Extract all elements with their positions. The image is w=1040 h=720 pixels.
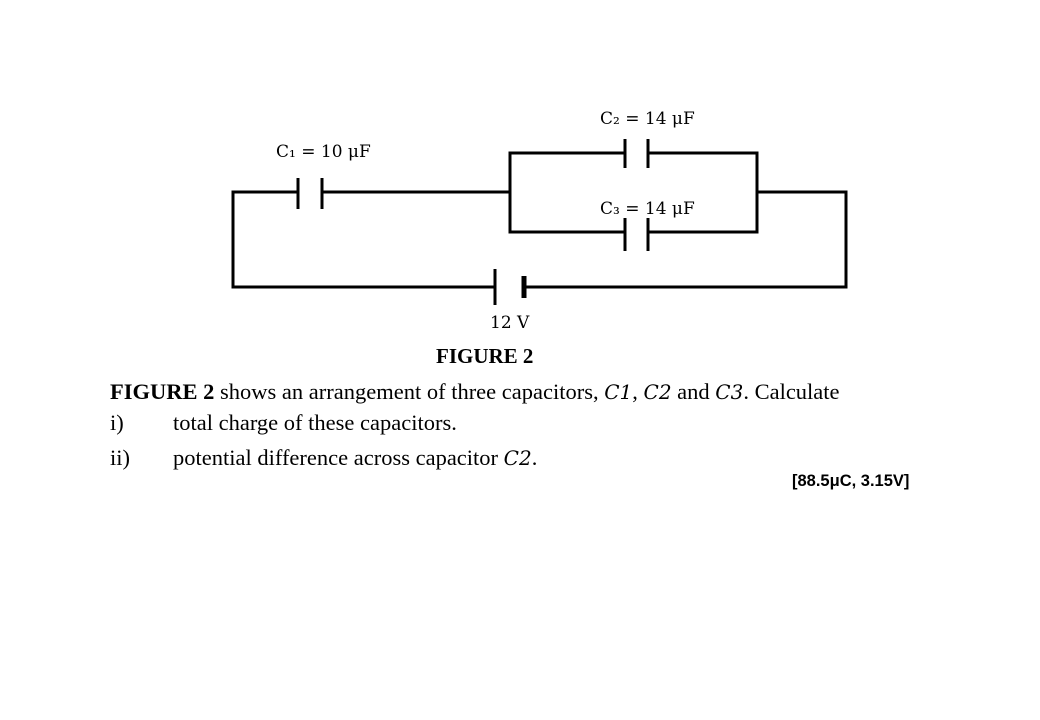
capacitor-c2 bbox=[623, 139, 650, 168]
item-number-2: ii) bbox=[110, 445, 130, 470]
question-text-b: . Calculate bbox=[743, 379, 840, 404]
question-text: FIGURE 2 shows an arrangement of three c… bbox=[110, 377, 840, 407]
answer-key: [88.5μC, 3.15V] bbox=[792, 472, 910, 490]
item-text-2-end: . bbox=[531, 445, 538, 470]
item-text-2: potential difference across capacitor C2… bbox=[173, 445, 537, 471]
var-c1: C1 bbox=[604, 380, 633, 404]
var-c2: C2 bbox=[643, 380, 672, 404]
c3-label: C₃ = 14 μF bbox=[600, 199, 695, 219]
circuit-diagram: C₁ = 10 μF C₂ = 14 μF C₃ = 14 μF 12 V bbox=[231, 109, 848, 333]
item-text-2-body: potential difference across capacitor bbox=[173, 445, 504, 470]
battery-12v bbox=[493, 269, 527, 305]
battery-label: 12 V bbox=[490, 313, 530, 333]
question-and: and bbox=[671, 379, 716, 404]
question-comma: , bbox=[632, 379, 644, 404]
item-text-1: total charge of these capacitors. bbox=[173, 410, 457, 435]
question-text-a: shows an arrangement of three capacitors… bbox=[214, 379, 605, 404]
item-text-2-var: C2 bbox=[503, 446, 532, 470]
var-c3: C3 bbox=[715, 380, 744, 404]
c1-label: C₁ = 10 μF bbox=[276, 142, 371, 162]
c2-label: C₂ = 14 μF bbox=[600, 109, 695, 129]
capacitor-c3 bbox=[623, 218, 650, 251]
question-ref: FIGURE 2 bbox=[110, 379, 215, 404]
item-number-1: i) bbox=[110, 410, 124, 435]
capacitor-c1 bbox=[296, 178, 324, 209]
figure-caption: FIGURE 2 bbox=[436, 344, 534, 368]
